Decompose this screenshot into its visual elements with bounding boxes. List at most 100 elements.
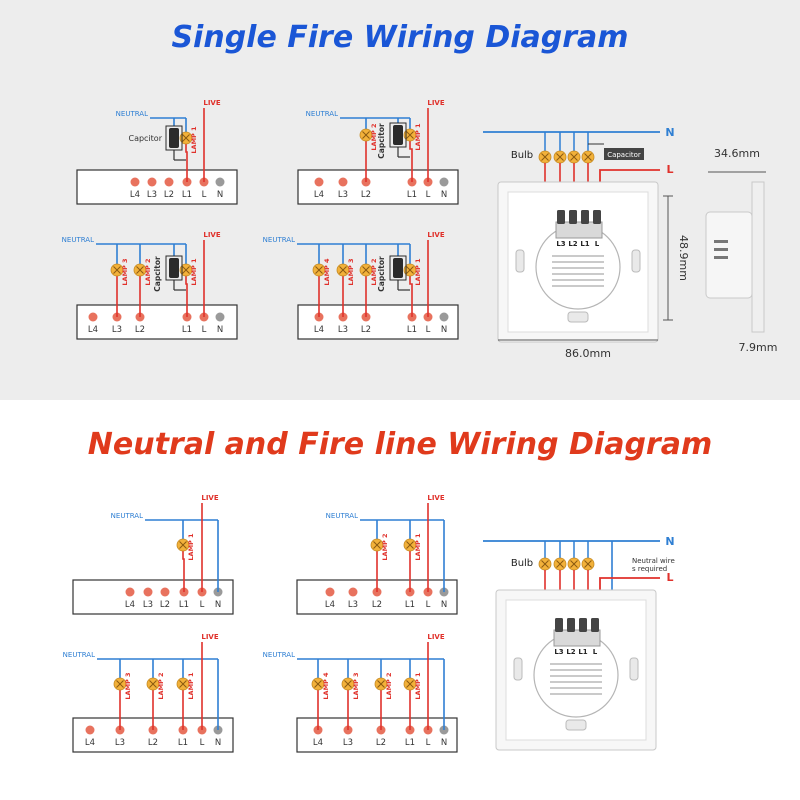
nf2-live-label: LIVE bbox=[427, 494, 444, 502]
nf4-lamp-3-x2 bbox=[406, 680, 414, 688]
sf3-lamp-label-1: LAMP 2 bbox=[144, 258, 152, 285]
sf1-capacitor bbox=[169, 128, 179, 148]
nf4-neutral-label: NEUTRAL bbox=[263, 651, 295, 659]
sf2-terminal-n bbox=[439, 177, 449, 187]
sf4-lamp-label-2: LAMP 2 bbox=[370, 258, 378, 285]
sf2-terminal-label-l3: L3 bbox=[338, 190, 348, 200]
sf2-lamp-label-1: LAMP 1 bbox=[414, 123, 422, 151]
top-capacitor-box bbox=[604, 148, 644, 160]
nf1-terminal-label-l2: L2 bbox=[160, 600, 170, 610]
bot-bulb-1-x2 bbox=[556, 560, 564, 568]
nf4-terminal-label-l2: L2 bbox=[376, 738, 386, 748]
bot-face-screw-0 bbox=[555, 618, 563, 632]
sf3-lamp-label-2: LAMP 1 bbox=[190, 258, 198, 286]
sf2-terminal-label-l1: L1 bbox=[407, 190, 417, 200]
sf3-terminal-label-l4: L4 bbox=[88, 325, 98, 335]
bot-face-face-label-3: L bbox=[593, 648, 598, 656]
sf4-capacitor-frame bbox=[389, 255, 407, 281]
sf1-switch-box bbox=[76, 169, 238, 205]
side-vent-2 bbox=[714, 256, 728, 259]
sf4-live-label: LIVE bbox=[427, 231, 444, 239]
sf2-terminal-label-n: N bbox=[441, 190, 447, 200]
nf4-lamp-label-1: LAMP 3 bbox=[352, 672, 360, 699]
top-face-slot-left bbox=[515, 249, 525, 273]
sf3-live-label: LIVE bbox=[203, 231, 220, 239]
side-body bbox=[705, 211, 753, 299]
nf4-terminal-label-n: N bbox=[441, 738, 447, 748]
nf1-lamp-label-0: LAMP 1 bbox=[187, 533, 195, 561]
sf1-live-label: LIVE bbox=[203, 99, 220, 107]
nf2-terminal-label-l1: L1 bbox=[405, 600, 415, 610]
nf2-terminal-label-n: N bbox=[441, 600, 447, 610]
sf3-neutral-label: NEUTRAL bbox=[62, 236, 94, 244]
nf3-lamp-label-1: LAMP 2 bbox=[157, 672, 165, 699]
nf2-lamp-label-0: LAMP 2 bbox=[381, 533, 389, 560]
sf4-lamp-label-1: LAMP 3 bbox=[347, 258, 355, 285]
bot-face-screw-3 bbox=[591, 618, 599, 632]
top-capacitor-label: Capacitor bbox=[607, 151, 641, 159]
bot-face-terminal-block bbox=[553, 629, 601, 647]
sf3-terminal-l4 bbox=[88, 312, 98, 322]
top-bulb-label: Bulb bbox=[511, 150, 533, 161]
top-bulb-1-x2 bbox=[556, 153, 564, 161]
nf3-terminal-l4 bbox=[85, 725, 95, 735]
nf2-terminal-label-l3: L3 bbox=[348, 600, 358, 610]
top-face-face-label-0: L3 bbox=[556, 240, 565, 248]
sf1-lamp-label-0: LAMP 1 bbox=[190, 126, 198, 154]
sf4-terminal-label-l2: L2 bbox=[361, 325, 371, 335]
sf4-terminal-label-l3: L3 bbox=[338, 325, 348, 335]
sf4-terminal-n bbox=[439, 312, 449, 322]
nf4-lamp-label-2: LAMP 2 bbox=[385, 672, 393, 699]
nf4-lamp-label-3: LAMP 1 bbox=[414, 672, 422, 700]
nf2-neutral-label: NEUTRAL bbox=[326, 512, 358, 520]
bot-n-label: N bbox=[665, 535, 674, 548]
bot-face-slot-bottom bbox=[565, 719, 587, 731]
bot-l-label: L bbox=[666, 571, 673, 584]
nf4-terminal-label-l3: L3 bbox=[343, 738, 353, 748]
sf4-lamp-label-0: LAMP 4 bbox=[323, 258, 331, 286]
nf1-lamp-wire-0 bbox=[182, 551, 185, 592]
nf3-live-label: LIVE bbox=[201, 633, 218, 641]
sf1-terminal-l4 bbox=[130, 177, 140, 187]
bot-face-screw-2 bbox=[579, 618, 587, 632]
sf1-terminal-label-l4: L4 bbox=[130, 190, 140, 200]
nf3-terminal-label-l: L bbox=[200, 738, 205, 748]
sf2-lamp-label-0: LAMP 2 bbox=[370, 123, 378, 150]
side-vent-1 bbox=[714, 248, 728, 251]
nf1-lamp-0-x2 bbox=[179, 541, 187, 549]
nf3-terminal-label-l3: L3 bbox=[115, 738, 125, 748]
sf4-terminal-label-l1: L1 bbox=[407, 325, 417, 335]
sf4-lamp-0-x2 bbox=[315, 266, 323, 274]
nf2-terminal-label-l2: L2 bbox=[372, 600, 382, 610]
bot-bulb-2-x2 bbox=[570, 560, 578, 568]
nf1-terminal-l3 bbox=[143, 587, 153, 597]
nf2-lamp-0-x2 bbox=[373, 541, 381, 549]
sf1-terminal-label-n: N bbox=[217, 190, 223, 200]
bot-bulb-0-x2 bbox=[541, 560, 549, 568]
sf3-capacitor-frame bbox=[165, 255, 183, 281]
bot-bulb-label: Bulb bbox=[511, 558, 533, 569]
nf2-terminal-l4 bbox=[325, 587, 335, 597]
sf3-switch-box bbox=[76, 304, 238, 340]
sf4-capacitor-label: Capcitor bbox=[377, 256, 386, 292]
nf4-terminal-label-l4: L4 bbox=[313, 738, 323, 748]
sf4-capacitor bbox=[393, 258, 403, 278]
nf1-terminal-label-l4: L4 bbox=[125, 600, 135, 610]
bot-face-slot-right bbox=[629, 657, 639, 681]
sf4-lamp-label-3: LAMP 1 bbox=[414, 258, 422, 286]
top-height-label: 48.9mm bbox=[677, 235, 690, 281]
sf2-terminal-l3 bbox=[338, 177, 348, 187]
nf4-terminal-label-l1: L1 bbox=[405, 738, 415, 748]
nf1-switch-box bbox=[72, 579, 234, 615]
nf4-lamp-1-x2 bbox=[344, 680, 352, 688]
sf1-capacitor-frame bbox=[165, 125, 183, 151]
nf2-terminal-label-l: L bbox=[426, 600, 431, 610]
nf2-lamp-label-1: LAMP 1 bbox=[414, 533, 422, 561]
side-vent-0 bbox=[714, 240, 728, 243]
nf3-terminal-label-n: N bbox=[215, 738, 221, 748]
sf3-capacitor-label: Capcitor bbox=[153, 256, 162, 292]
bot-bulb-3-x2 bbox=[584, 560, 592, 568]
nf3-neutral-label: NEUTRAL bbox=[63, 651, 95, 659]
sf4-neutral-label: NEUTRAL bbox=[263, 236, 295, 244]
bot-face-face-label-2: L1 bbox=[578, 648, 587, 656]
